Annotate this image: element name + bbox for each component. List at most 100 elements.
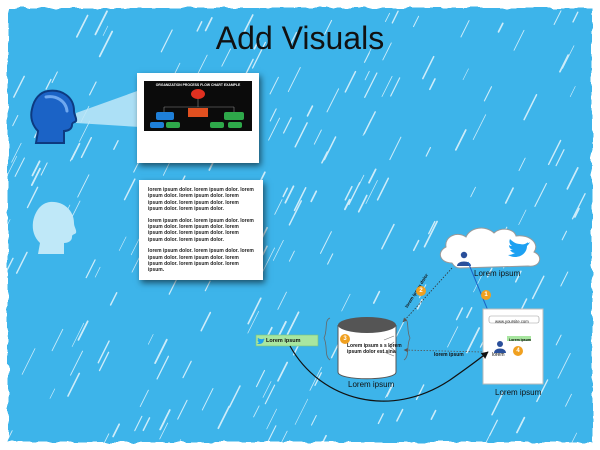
light-head-icon [32, 201, 77, 254]
rain-streak [423, 220, 438, 248]
rain-streak [489, 419, 498, 436]
rain-streak [40, 162, 48, 176]
step-badge: 3 [340, 334, 350, 344]
rain-streak [109, 292, 118, 306]
rain-streak [384, 12, 391, 23]
rain-streak [326, 88, 340, 113]
rain-streak [160, 29, 173, 53]
rain-streak [309, 366, 322, 391]
rain-streak [1, 257, 14, 281]
rain-streak [310, 414, 317, 426]
rain-streak [561, 230, 568, 241]
rain-streak [574, 207, 580, 218]
rain-streak [177, 399, 188, 420]
rain-streak [11, 142, 22, 163]
rain-streak [112, 423, 121, 438]
rain-streak [415, 384, 425, 401]
rain-streak [26, 186, 39, 209]
rain-streak [313, 129, 322, 145]
rain-streak [455, 307, 464, 321]
rain-streak [67, 372, 81, 397]
rain-streak [518, 209, 527, 225]
rain-streak [560, 271, 569, 287]
rain-streak [385, 385, 392, 399]
rain-streak [553, 10, 562, 25]
rain-streak [196, 54, 208, 76]
browser-url-bar: www.yoursite.com [495, 319, 529, 324]
rain-streak [557, 352, 571, 379]
rain-streak [174, 62, 181, 74]
rain-streak [288, 200, 303, 226]
rain-streak [425, 147, 431, 157]
rain-streak [516, 416, 526, 434]
rain-streak [288, 250, 295, 262]
rain-streak [566, 167, 579, 190]
rain-streak [262, 245, 268, 256]
rain-streak [97, 340, 110, 364]
rain-streak [348, 182, 361, 206]
rain-streak [344, 198, 351, 211]
rain-streak [555, 149, 565, 167]
rain-streak [1, 219, 11, 236]
rain-streak [381, 223, 395, 250]
browser-chip-label: Lorem ipsum [509, 338, 531, 342]
rain-streak [569, 86, 576, 98]
rain-streak [272, 239, 284, 261]
rain-streak [2, 430, 13, 450]
rain-streak [486, 267, 493, 278]
horizontal-arrow-label: lorem ipsum [434, 352, 464, 358]
rain-streak [196, 21, 203, 32]
rain-streak [327, 253, 334, 265]
rain-streak [277, 430, 288, 450]
text-paragraph: lorem ipsum dolor. lorem ipsum dolor. lo… [148, 217, 254, 243]
rain-streak [547, 139, 562, 166]
rain-streak [269, 76, 279, 95]
rain-streak [372, 290, 381, 304]
rain-streak [262, 247, 275, 273]
rain-streak [466, 307, 473, 319]
rain-streak [284, 185, 295, 204]
rain-streak [242, 14, 254, 35]
step-badge: 4 [513, 346, 523, 356]
rain-streak [341, 293, 351, 312]
rain-streak [306, 105, 314, 117]
rain-streak [531, 275, 545, 300]
rain-streak [491, 391, 504, 416]
rain-streak [365, 180, 378, 204]
rain-streak [13, 75, 25, 98]
rain-streak [278, 320, 287, 336]
rain-streak [572, 11, 579, 23]
rain-streak [454, 129, 467, 151]
chart-image-card: ORGANIZATION PROCESS FLOW CHART EXAMPLE [137, 73, 259, 163]
text-paragraph: lorem ipsum dolor. lorem ipsum dolor. lo… [148, 187, 254, 213]
rain-streak [286, 311, 300, 336]
rain-streak [466, 327, 481, 354]
rain-streak [14, 157, 25, 177]
rain-streak [523, 94, 538, 121]
browser-user-label: lorem [492, 352, 505, 358]
twitter-box [255, 334, 319, 347]
rain-streak [565, 393, 572, 407]
rain-streak [368, 168, 377, 184]
rain-streak [344, 70, 357, 93]
rain-streak [555, 334, 562, 346]
rain-streak [80, 136, 93, 159]
rain-streak [364, 70, 370, 81]
rain-streak [147, 334, 154, 345]
rain-streak [221, 48, 231, 67]
rain-streak [569, 432, 578, 447]
rain-streak [287, 67, 301, 93]
rain-streak [247, 297, 262, 325]
rain-streak [518, 157, 526, 172]
rain-streak [261, 226, 268, 239]
text-paragraph: lorem ipsum dolor. lorem ipsum dolor. lo… [148, 248, 254, 274]
rain-streak [159, 409, 171, 431]
rain-streak [282, 187, 289, 198]
rain-streak [429, 78, 436, 91]
rain-streak [49, 388, 56, 399]
rain-streak [70, 142, 81, 161]
rain-streak [200, 311, 212, 332]
rain-streak [483, 86, 493, 102]
rain-streak [460, 20, 470, 38]
